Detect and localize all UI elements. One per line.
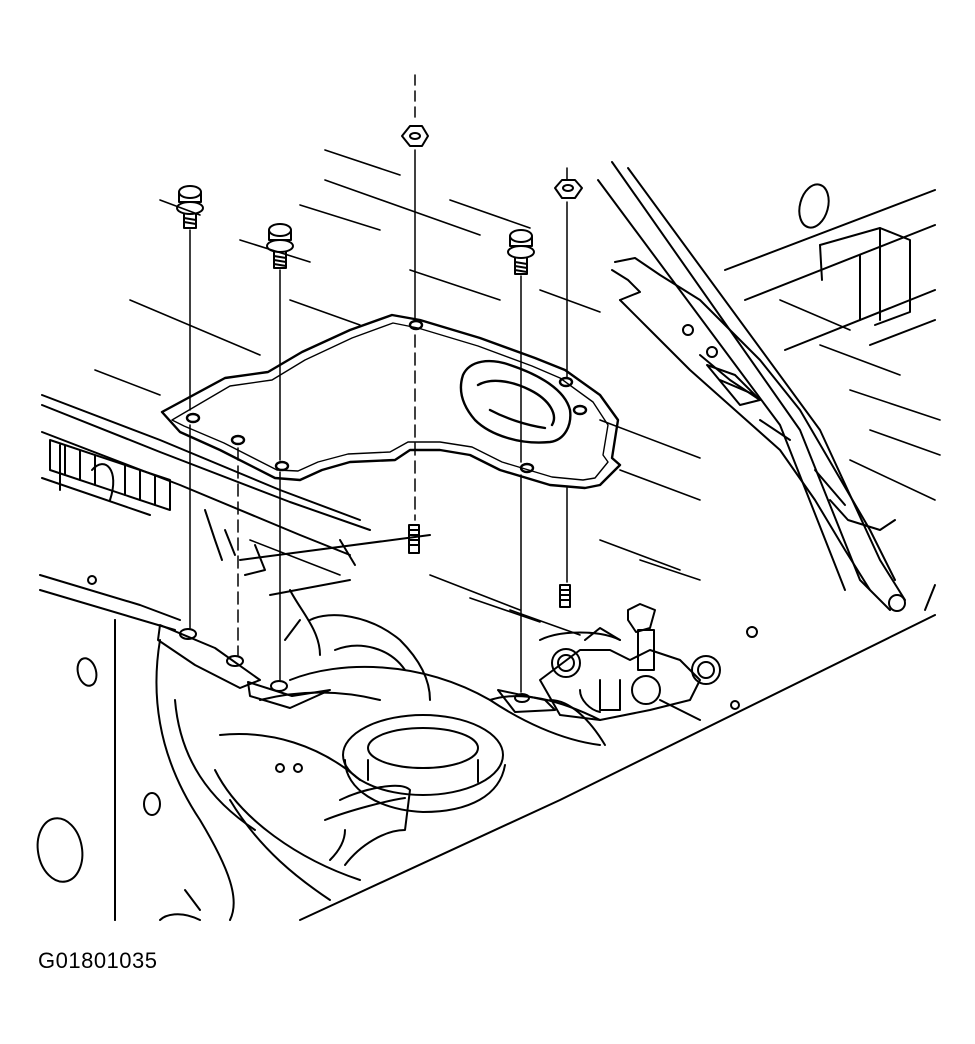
background-hatching <box>95 150 940 635</box>
mounting-pads <box>158 525 570 712</box>
fasteners <box>177 75 582 692</box>
bolt-4 <box>508 230 534 462</box>
nut-5 <box>555 168 582 582</box>
left-body-structure <box>33 395 935 920</box>
bolt-2 <box>267 224 293 460</box>
body-structure <box>598 162 935 709</box>
figure-code-label: G01801035 <box>38 948 158 973</box>
engine-components <box>540 604 720 720</box>
bolt-1 <box>177 186 203 410</box>
mounting-bracket <box>162 315 620 488</box>
nut-3 <box>402 75 428 520</box>
